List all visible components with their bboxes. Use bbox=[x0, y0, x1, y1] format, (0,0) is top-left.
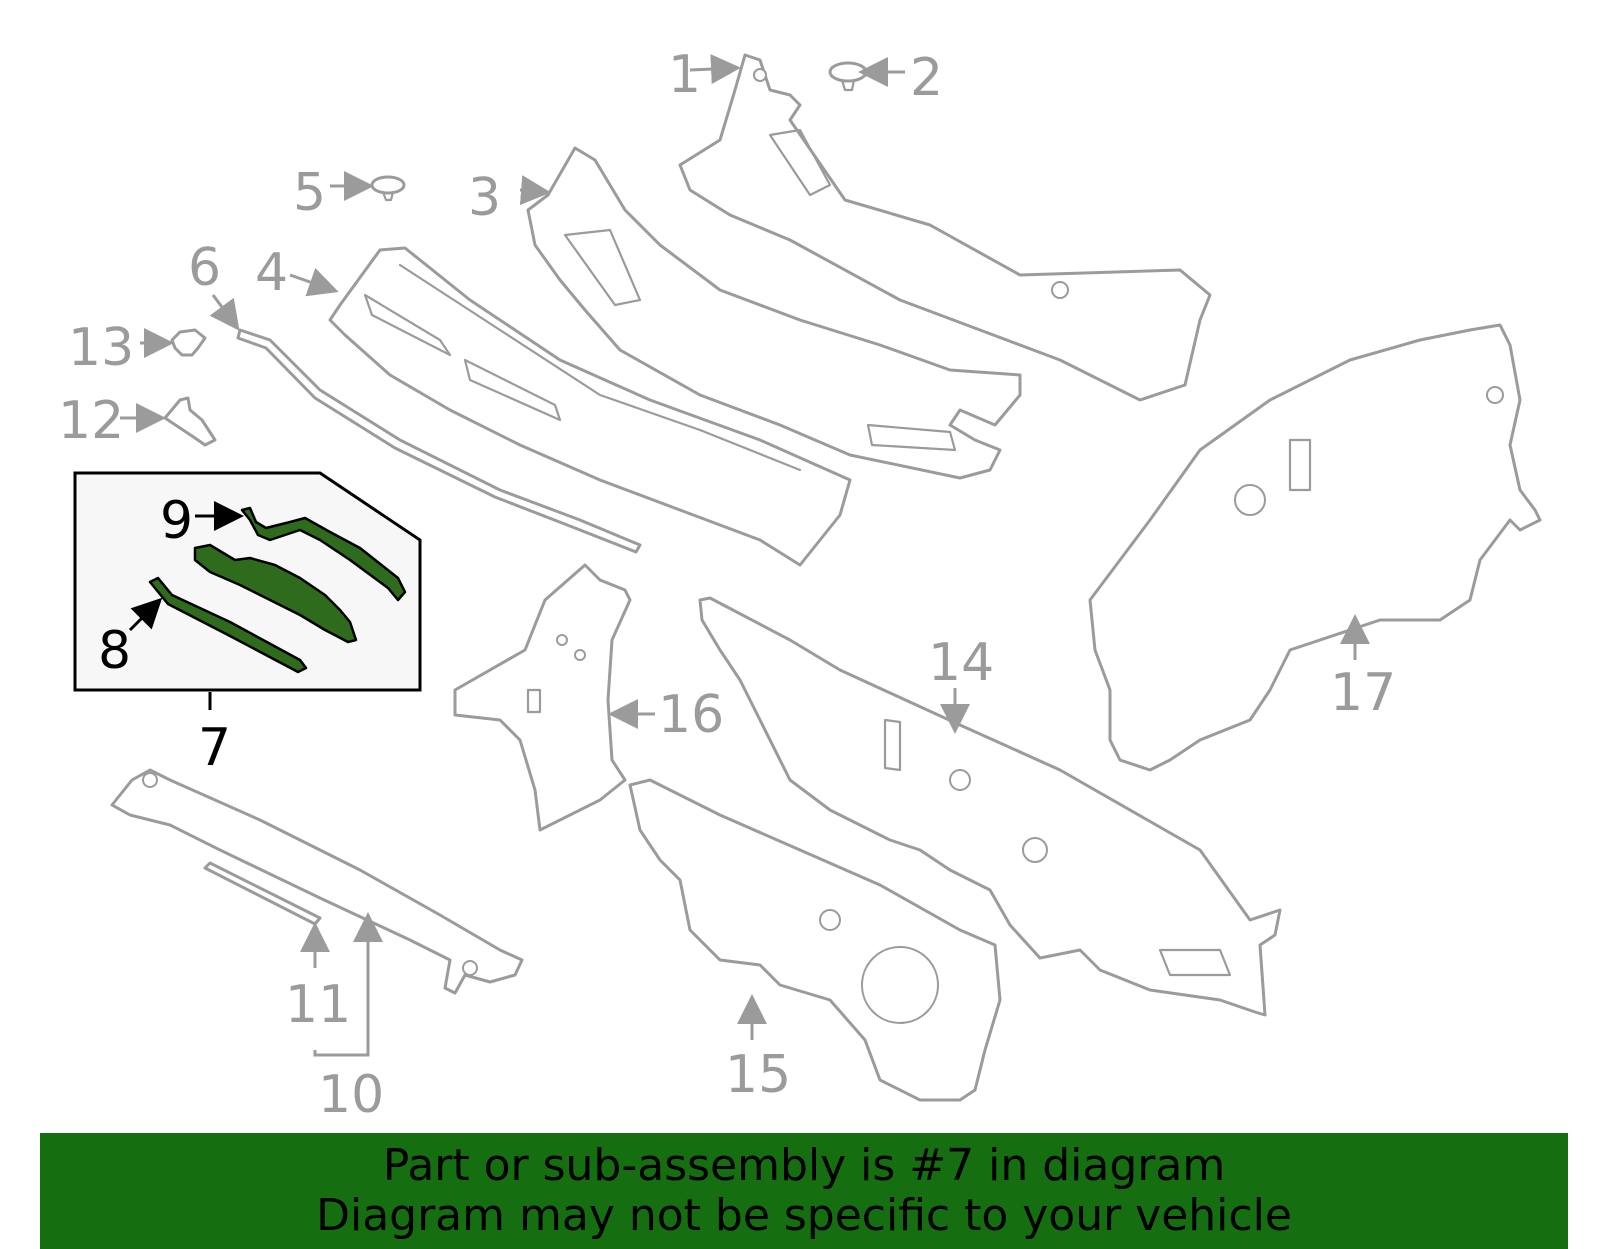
part-3-cowl-top bbox=[526, 146, 1022, 480]
part-17-side-panel bbox=[1088, 323, 1542, 772]
part-11-strip bbox=[203, 861, 322, 926]
callout-9: 9 bbox=[160, 491, 193, 551]
callout-2: 2 bbox=[910, 48, 943, 108]
part-7-subassembly-box bbox=[73, 471, 422, 710]
part-10-cross-member bbox=[110, 768, 524, 995]
part-1-cowl-upper-panel bbox=[678, 53, 1212, 402]
callout-14: 14 bbox=[928, 633, 994, 693]
info-banner: Part or sub-assembly is #7 in diagram Di… bbox=[40, 1133, 1568, 1249]
callout-5: 5 bbox=[293, 163, 326, 223]
callout-6: 6 bbox=[188, 238, 221, 298]
banner-line-1: Part or sub-assembly is #7 in diagram bbox=[382, 1140, 1226, 1191]
banner-line-2: Diagram may not be specific to your vehi… bbox=[316, 1190, 1292, 1241]
part-6-seal-strip bbox=[236, 328, 642, 554]
callout-11: 11 bbox=[285, 975, 351, 1035]
callout-1: 1 bbox=[668, 45, 701, 105]
part-5-clip bbox=[370, 175, 406, 202]
part-8-strip bbox=[148, 576, 308, 674]
callout-3: 3 bbox=[468, 168, 501, 228]
callout-15: 15 bbox=[725, 1045, 791, 1105]
part-12-bracket bbox=[163, 396, 217, 447]
callout-17: 17 bbox=[1330, 663, 1396, 723]
part-2-clip bbox=[828, 61, 868, 92]
callout-12: 12 bbox=[58, 391, 124, 451]
callout-7: 7 bbox=[198, 718, 231, 778]
part-7-green-panel bbox=[193, 543, 358, 644]
part-15-insulator bbox=[628, 778, 1002, 1102]
callout-13: 13 bbox=[68, 318, 134, 378]
part-16-side-panel bbox=[453, 563, 632, 832]
callout-16: 16 bbox=[658, 685, 724, 745]
part-4-cowl-vent-panel bbox=[328, 246, 852, 567]
part-9-reinforcement bbox=[240, 506, 407, 602]
part-13-push-clip bbox=[170, 328, 207, 357]
callout-4: 4 bbox=[255, 243, 288, 303]
callout-arrows bbox=[120, 54, 1370, 1057]
callout-8: 8 bbox=[98, 621, 131, 681]
part-14-dash-panel bbox=[698, 596, 1282, 1017]
callout-10: 10 bbox=[318, 1065, 384, 1125]
